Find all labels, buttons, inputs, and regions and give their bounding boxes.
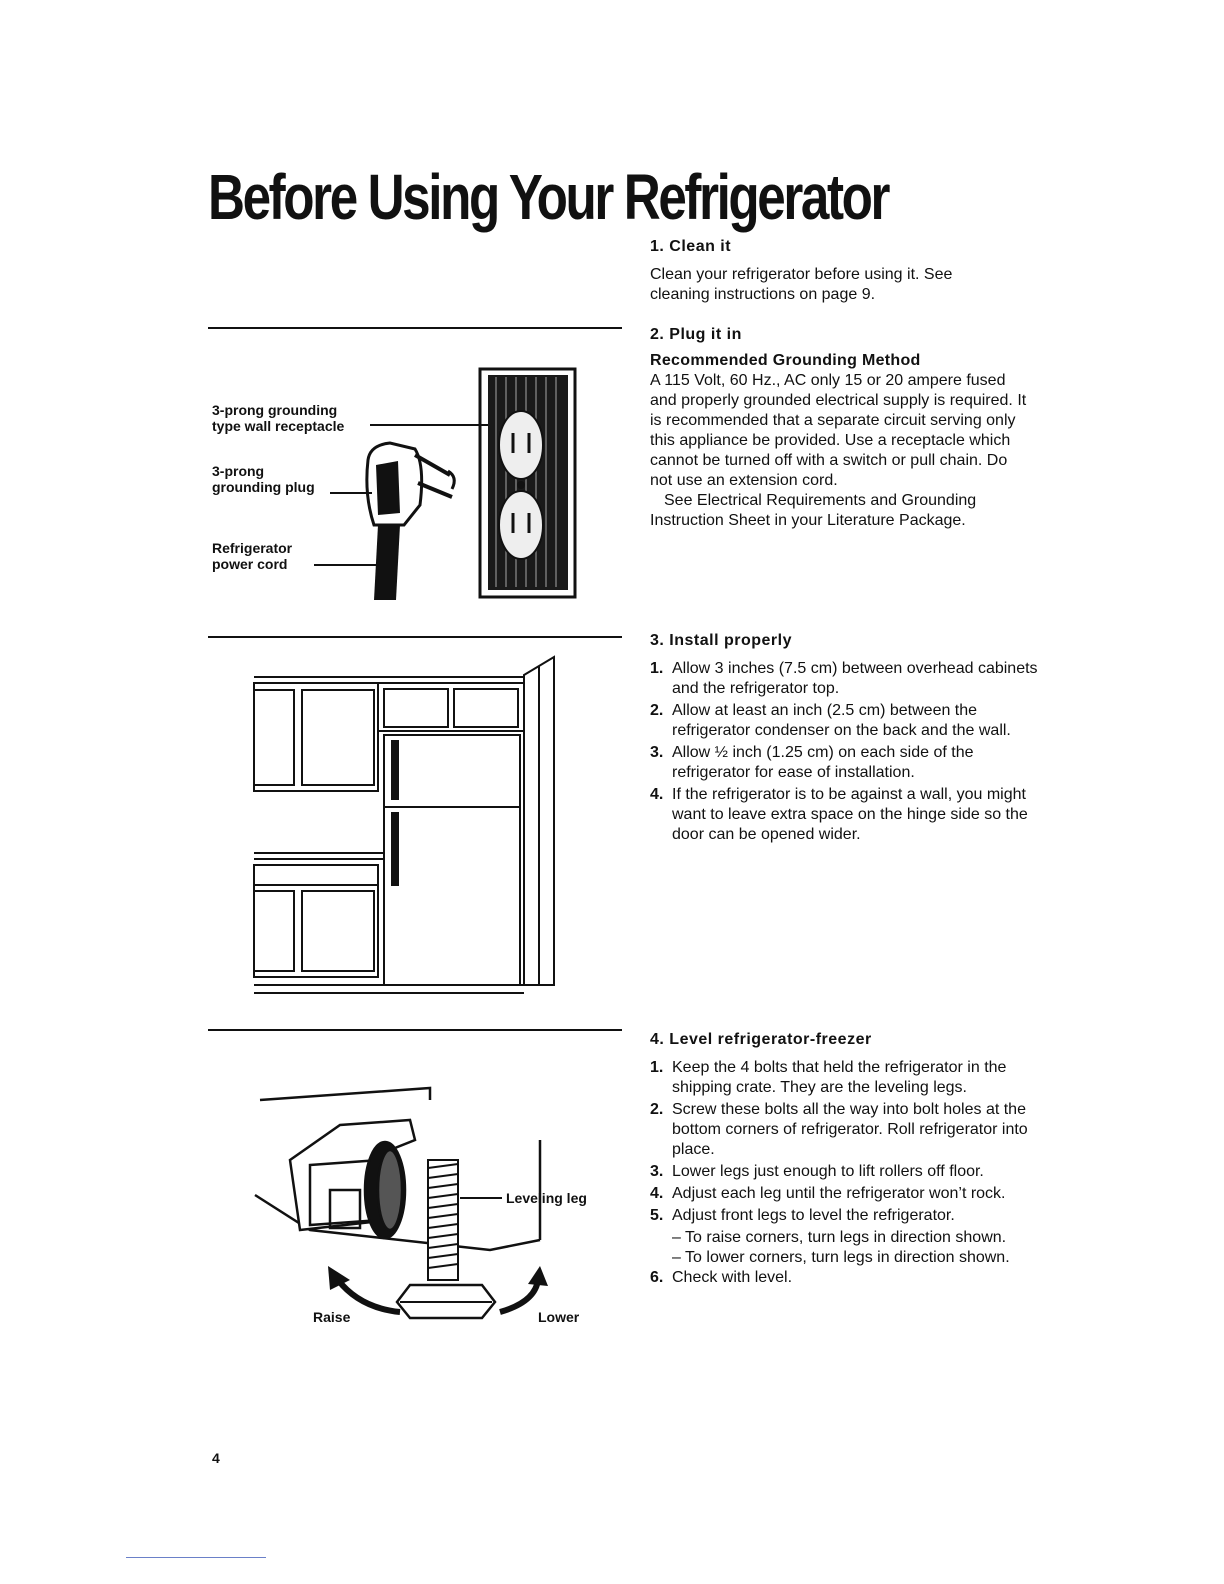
label-line: power cord [212,556,288,572]
divider [208,636,622,638]
label-line: 3-prong grounding [212,402,338,418]
item-text: Keep the 4 bolts that held the refrigera… [672,1059,1007,1096]
item-text: Lower legs just enough to lift rollers o… [672,1163,984,1180]
divider [208,327,622,329]
section-subheading: Recommended Grounding Method [650,352,921,369]
item-text: Adjust front legs to level the refrigera… [672,1207,955,1224]
list-item: 2. Allow at least an inch (2.5 cm) betwee… [650,701,1040,741]
list-item: 1. Keep the 4 bolts that held the refrige… [650,1058,1040,1098]
page-title: Before Using Your Refrigerator [208,161,890,233]
item-number: 5. [650,1207,664,1224]
section-clean: 1. Clean it Clean your refrigerator befo… [650,237,1040,305]
list-item: 5. Adjust front legs to level the refrige… [650,1206,1040,1226]
label-power-cord: Refrigerator power cord [212,540,292,572]
item-text: Allow 3 inches (7.5 cm) between overhead… [672,660,1038,697]
leveling-leg-illustration [254,1086,548,1320]
label-wall-receptacle: 3-prong grounding type wall receptacle [212,402,344,434]
item-number: 2. [650,1101,664,1118]
section-heading: 4. Level refrigerator-freezer [650,1031,872,1048]
level-steps: 1. Keep the 4 bolts that held the refrige… [650,1058,1040,1226]
item-text: Allow ½ inch (1.25 cm) on each side of t… [672,744,974,781]
label-line: Refrigerator [212,540,293,556]
footer-rule [126,1557,266,1558]
item-number: 4. [650,786,664,803]
section-body: Clean your refrigerator before using it.… [650,266,953,303]
list-item: 6. Check with level. [650,1268,1040,1288]
item-text: If the refrigerator is to be against a w… [672,786,1028,843]
label-leveling-leg: Leveling leg [506,1190,587,1206]
section-heading: 3. Install properly [650,632,792,649]
item-text: Allow at least an inch (2.5 cm) between … [672,702,1011,739]
item-number: 1. [650,660,664,677]
install-steps: 1. Allow 3 inches (7.5 cm) between overhe… [650,659,1040,845]
sub-item: – To lower corners, turn legs in directi… [672,1249,1010,1266]
section-install: 3. Install properly 1. Allow 3 inches (7.… [650,631,1040,847]
section-heading: 2. Plug it in [650,326,742,343]
label-line: grounding plug [212,479,315,495]
list-item: 3. Lower legs just enough to lift rollers… [650,1162,1040,1182]
level-steps-last: 6. Check with level. [650,1268,1040,1288]
list-item: 2. Screw these bolts all the way into bol… [650,1100,1040,1160]
label-line: 3-prong [212,463,265,479]
refrigerator-installation-illustration [253,655,555,994]
plug-illustration [314,367,577,600]
sub-item: – To raise corners, turn legs in directi… [672,1229,1007,1246]
divider [208,1029,622,1031]
list-item: 4. If the refrigerator is to be against a… [650,785,1040,845]
label-lower: Lower [538,1309,580,1325]
item-number: 1. [650,1059,664,1076]
list-item: 4. Adjust each leg until the refrigerator… [650,1184,1040,1204]
item-text: Check with level. [672,1269,793,1286]
section-heading: 1. Clean it [650,238,732,255]
item-text: Adjust each leg until the refrigerator w… [672,1185,1006,1202]
item-number: 4. [650,1185,664,1202]
section-level: 4. Level refrigerator-freezer 1. Keep the… [650,1030,1040,1290]
section-plug: 2. Plug it in Recommended Grounding Meth… [650,325,1040,531]
item-number: 6. [650,1269,664,1286]
section-body-2: See Electrical Requirements and Groundin… [650,492,977,529]
item-text: Screw these bolts all the way into bolt … [672,1101,1028,1158]
item-number: 2. [650,702,664,719]
list-item: 1. Allow 3 inches (7.5 cm) between overhe… [650,659,1040,699]
section-body: A 115 Volt, 60 Hz., AC only 15 or 20 amp… [650,372,1027,489]
label-line: type wall receptacle [212,418,345,434]
page-number: 4 [212,1450,220,1466]
item-number: 3. [650,744,664,761]
label-raise: Raise [313,1309,351,1325]
label-grounding-plug: 3-prong grounding plug [212,463,315,495]
item-number: 3. [650,1163,664,1180]
list-item: 3. Allow ½ inch (1.25 cm) on each side of… [650,743,1040,783]
